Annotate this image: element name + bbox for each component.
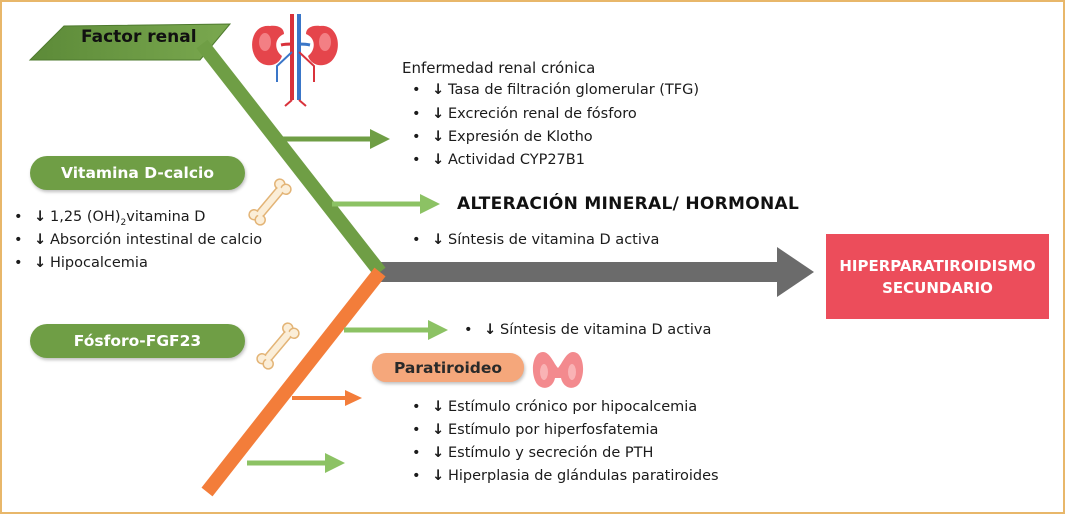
green-diagonal-bone	[196, 39, 386, 277]
result-line-2: SECUNDARIO	[882, 278, 993, 297]
orange-diagonal-bone	[201, 267, 386, 497]
paratiroideo-pill: Paratiroideo	[372, 353, 524, 382]
branch-arrow-alteracion	[332, 194, 440, 214]
list-item: •↓Estímulo crónico por hipocalcemia	[412, 399, 698, 415]
list-item: •↓Excreción renal de fósforo	[412, 106, 637, 122]
list-item: •↓Síntesis de vitamina D activa	[464, 322, 712, 338]
list-item: •↓Absorción intestinal de calcio	[14, 232, 263, 248]
factor-renal-label: Factor renal	[81, 27, 197, 47]
bone-icon	[256, 322, 300, 370]
fosforo-fgf23-pill: Fósforo-FGF23	[30, 324, 245, 358]
list-item: •↓Actividad CYP27B1	[412, 152, 585, 168]
factor-renal-band	[28, 23, 232, 61]
list-item: •↓Tasa de filtración glomerular (TFG)	[412, 82, 700, 98]
kidney-icon	[252, 14, 338, 107]
list-item: •↓Hipocalcemia	[14, 255, 148, 271]
branch-arrow-renal	[280, 129, 390, 149]
hiperparatiroidismo-box: HIPERPARATIROIDISMO SECUNDARIO	[826, 234, 1049, 319]
renal-heading: Enfermedad renal crónica	[402, 59, 596, 77]
branch-arrow-lower	[247, 453, 345, 473]
thyroid-icon	[532, 352, 584, 388]
branch-arrow-fosforo	[344, 320, 448, 340]
list-item: •↓1,25 (OH)2vitamina D	[14, 209, 206, 228]
vitamina-d-calcio-pill: Vitamina D-calcio	[30, 156, 245, 190]
list-item: •↓Hiperplasia de glándulas paratiroides	[412, 468, 719, 484]
list-item: •↓Síntesis de vitamina D activa	[412, 232, 660, 248]
result-line-1: HIPERPARATIROIDISMO	[839, 256, 1036, 275]
main-spine-arrow	[377, 247, 814, 297]
branch-arrow-paratiroideo	[292, 390, 362, 406]
list-item: •↓Estímulo por hiperfosfatemia	[412, 422, 659, 438]
alteracion-title: ALTERACIÓN MINERAL/ HORMONAL	[457, 194, 800, 214]
bone-icon	[248, 178, 292, 226]
list-item: •↓Estímulo y secreción de PTH	[412, 445, 654, 461]
list-item: •↓Expresión de Klotho	[412, 129, 593, 145]
